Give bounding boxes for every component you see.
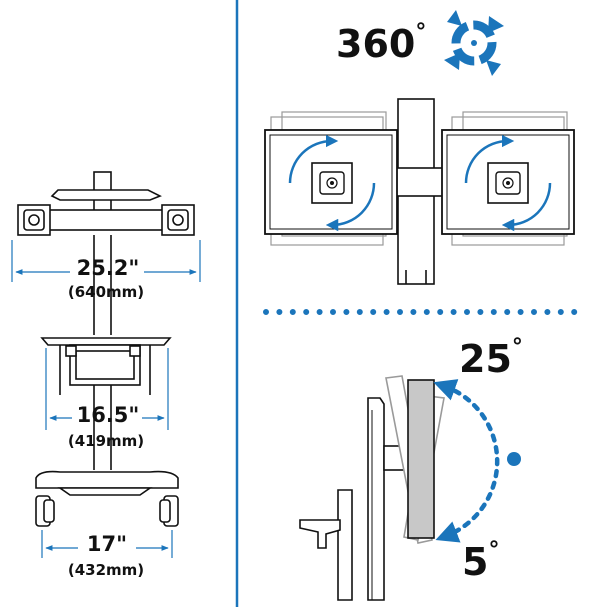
width-mm-label: (640mm)	[67, 283, 145, 301]
tilt-down-label: 5°	[462, 538, 499, 584]
tilt-up-value: 25	[459, 337, 512, 381]
tilt-down-value: 5	[462, 540, 489, 584]
base-mm-label: (432mm)	[67, 561, 145, 579]
rotate-360-icon	[444, 10, 504, 76]
rotation-value: 360	[336, 22, 416, 66]
tilt-side-view	[299, 375, 445, 601]
rotation-degree: °	[415, 20, 427, 45]
width-inches-label: 25.2"	[76, 256, 140, 280]
tilt-up-degree: °	[511, 335, 523, 360]
dimension-lines	[11, 240, 201, 558]
cart-front-view	[17, 171, 195, 527]
shelf-inches-label: 16.5"	[76, 403, 140, 427]
tilt-down-degree: °	[488, 538, 500, 563]
rotation-label: 360°	[336, 20, 426, 66]
tilt-up-label: 25°	[459, 335, 523, 381]
rotation-left-monitor	[264, 111, 398, 246]
rotation-right-monitor	[441, 111, 575, 246]
base-inches-label: 17"	[86, 532, 128, 556]
shelf-mm-label: (419mm)	[67, 432, 145, 450]
tilt-arc	[433, 379, 521, 543]
